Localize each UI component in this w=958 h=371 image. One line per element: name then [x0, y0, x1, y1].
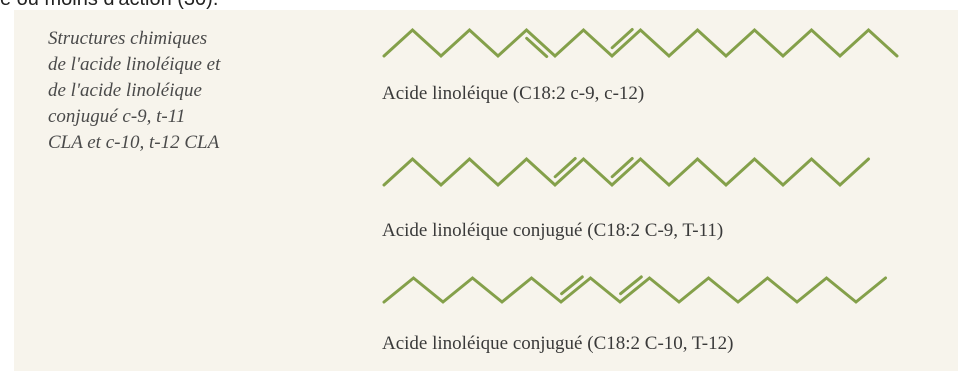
carbon-chain-backbone	[382, 276, 887, 304]
cis-double-bond	[610, 157, 634, 179]
structure-label-linoleic: Acide linoléique (C18:2 c-9, c-12)	[382, 83, 645, 104]
caption-line: de l'acide linoléique et	[48, 54, 221, 75]
figure-panel	[14, 10, 958, 371]
trans-double-bond	[619, 275, 643, 296]
cis-double-bond	[560, 275, 584, 296]
carbon-chain-backbone	[382, 27, 899, 59]
cla-c10-t12-structure	[382, 275, 887, 304]
linoleic-acid-structure	[382, 27, 899, 59]
cis-double-bond	[525, 36, 549, 58]
trans-double-bond	[553, 157, 577, 179]
cla-c9-t11-structure	[382, 156, 870, 188]
structure-label-cla-c10-t12: Acide linoléique conjugué (C18:2 C-10, T…	[382, 333, 734, 354]
cis-double-bond	[610, 28, 634, 50]
figure-caption: Structures chimiques de l'acide linoléiq…	[48, 26, 348, 156]
structure-label-cla-c9-t11: Acide linoléique conjugué (C18:2 C-9, T-…	[382, 220, 724, 241]
caption-line: de l'acide linoléique	[48, 80, 202, 101]
caption-line: CLA et c-10, t-12 CLA	[48, 132, 220, 153]
caption-line: conjugué c-9, t-11	[48, 106, 186, 127]
header-text-fragment: e ou moins d'action (30).	[0, 0, 218, 10]
caption-line: Structures chimiques	[48, 28, 208, 49]
carbon-chain-backbone	[382, 156, 870, 188]
